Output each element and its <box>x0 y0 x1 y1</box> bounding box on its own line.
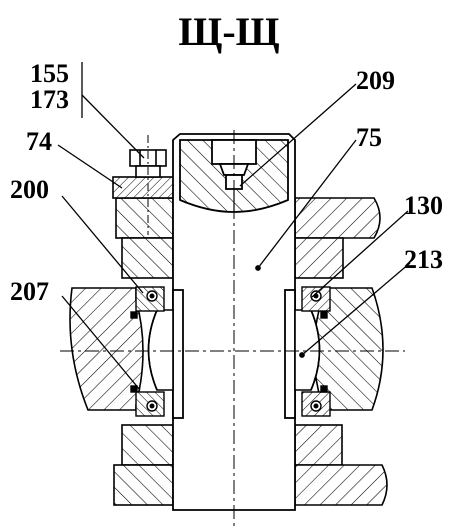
callout-173: 173 <box>30 85 69 114</box>
shaft-75 <box>172 133 296 511</box>
callout-75: 75 <box>356 123 382 152</box>
upper-bracket <box>115 197 381 279</box>
callout-130: 130 <box>404 191 443 220</box>
callout-209: 209 <box>356 66 395 95</box>
centre-lines <box>60 130 405 528</box>
section-title: Щ-Щ <box>178 9 279 54</box>
callout-213: 213 <box>404 245 443 274</box>
callout-200: 200 <box>10 175 49 204</box>
callout-74: 74 <box>26 127 52 156</box>
callout-155: 155 <box>30 59 69 88</box>
callout-labels: 155 173 74 209 75 200 130 213 207 <box>10 59 443 306</box>
leader-lines <box>57 62 411 391</box>
callout-207: 207 <box>10 277 49 306</box>
